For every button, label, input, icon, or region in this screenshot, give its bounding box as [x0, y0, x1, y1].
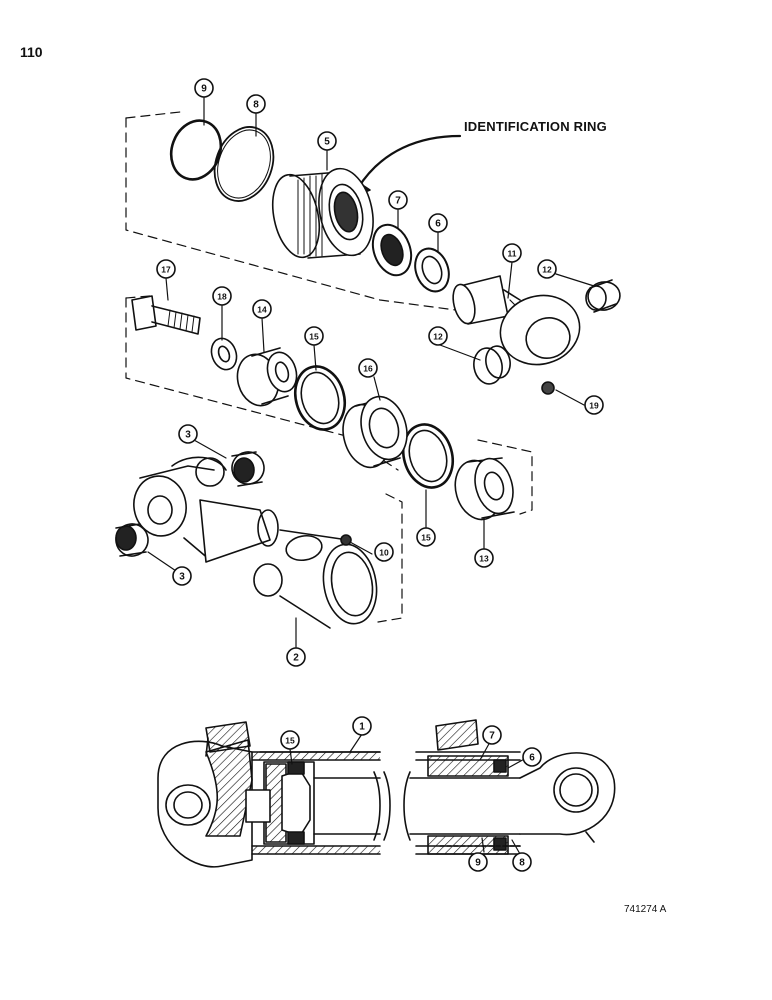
callout-9: 9: [194, 78, 214, 98]
callout-18: 18: [212, 286, 232, 306]
piston-seal-15-lower: [402, 423, 454, 489]
callout-number: 12: [433, 332, 443, 342]
callout-16: 16: [358, 358, 378, 378]
page-number: 110: [20, 44, 43, 60]
callout-number: 11: [508, 249, 517, 259]
identification-ring-label: IDENTIFICATION RING: [464, 119, 607, 134]
backup-ring-8: [213, 126, 275, 202]
bushing-12-lower: [473, 345, 511, 385]
callout-15: 15: [280, 730, 300, 750]
rod-seal-6: [414, 247, 450, 293]
callout-number: 14: [257, 305, 267, 315]
callout-7: 7: [482, 725, 502, 745]
grease-fitting-19: [541, 381, 555, 395]
callout-17: 17: [156, 259, 176, 279]
callout-6: 6: [428, 213, 448, 233]
callout-number: 15: [421, 533, 431, 543]
callout-number: 3: [179, 572, 185, 583]
callout-number: 13: [479, 554, 489, 564]
bushing-3-lower: [115, 523, 149, 557]
callout-11: 11: [502, 243, 522, 263]
callout-1: 1: [352, 716, 372, 736]
callout-number: 2: [293, 653, 299, 664]
callout-leaders: [147, 96, 595, 648]
callout-8: 8: [246, 94, 266, 114]
callout-number: 18: [217, 292, 227, 302]
callout-19: 19: [584, 395, 604, 415]
callout-number: 12: [542, 265, 552, 275]
piston-seal-15-upper: [294, 365, 346, 431]
callout-15: 15: [416, 527, 436, 547]
callout-number: 8: [253, 100, 259, 111]
callout-number: 19: [589, 401, 599, 411]
callout-number: 16: [363, 364, 373, 374]
callout-number: 1: [359, 722, 365, 733]
assembled-cylinder-section: [157, 719, 616, 868]
bolt-17: [131, 295, 201, 335]
callout-12: 12: [537, 259, 557, 279]
piston-14: [236, 347, 298, 407]
callout-10: 10: [374, 542, 394, 562]
callout-9: 9: [468, 852, 488, 872]
piston-13: [454, 457, 515, 521]
callout-15: 15: [304, 326, 324, 346]
callout-number: 17: [161, 265, 171, 275]
callout-number: 10: [379, 548, 389, 558]
callout-number: 8: [519, 858, 525, 869]
callout-3: 3: [172, 566, 192, 586]
o-ring-9: [169, 119, 223, 181]
callout-number: 3: [185, 430, 191, 441]
grease-fitting-10: [340, 534, 352, 546]
figure-number: 741274 A: [624, 904, 667, 915]
callout-number: 15: [309, 332, 319, 342]
callout-3: 3: [178, 424, 198, 444]
callout-12: 12: [428, 326, 448, 346]
cylinder-barrel-2: [133, 456, 378, 630]
callout-number: 6: [435, 219, 441, 230]
bushing-3-upper: [231, 451, 265, 487]
callout-7: 7: [388, 190, 408, 210]
wiper-7: [371, 223, 413, 277]
piston-16: [342, 395, 408, 469]
callout-6: 6: [522, 747, 542, 767]
callout-14: 14: [252, 299, 272, 319]
callout-number: 6: [529, 753, 535, 764]
rod-eye-11: [452, 275, 581, 366]
callout-5: 5: [317, 131, 337, 151]
callout-number: 7: [395, 196, 401, 207]
callout-number: 7: [489, 731, 495, 742]
callout-number: 9: [475, 858, 481, 869]
bushing-12-upper: [585, 279, 621, 313]
washer-18: [210, 337, 238, 371]
callout-13: 13: [474, 548, 494, 568]
identification-arrow: [349, 134, 462, 199]
callout-number: 5: [324, 137, 330, 148]
gland-5: [271, 167, 374, 259]
callout-8: 8: [512, 852, 532, 872]
callout-number: 15: [285, 736, 295, 746]
callout-number: 9: [201, 84, 207, 95]
callout-2: 2: [286, 647, 306, 667]
